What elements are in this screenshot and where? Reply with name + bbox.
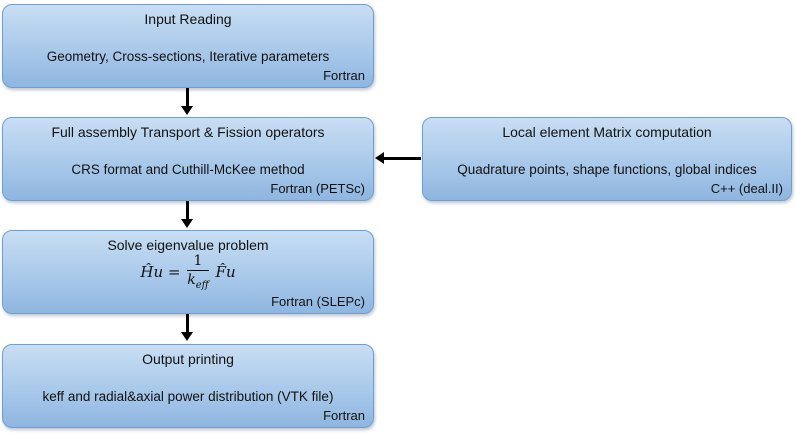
arrow-assembly-to-eigen (181, 201, 193, 228)
input-reading-detail: Geometry, Cross-sections, Iterative para… (46, 49, 330, 64)
eigen-title: Solve eigenvalue problem (107, 237, 269, 253)
equation-fraction: 1 keff (187, 253, 209, 291)
local-matrix-detail: Quadrature points, shape functions, glob… (457, 162, 757, 177)
eigen-box: Solve eigenvalue problem Ĥu = 1 keff F̂u… (2, 230, 374, 314)
output-detail: keff and radial&axial power distribution… (42, 389, 334, 404)
arrow-local-to-assembly (375, 152, 421, 164)
input-reading-box: Input Reading Geometry, Cross-sections, … (2, 4, 374, 88)
local-matrix-title: Local element Matrix computation (502, 124, 712, 140)
equation-denominator-sub: eff (195, 279, 209, 291)
output-box: Output printing keff and radial&axial po… (2, 344, 374, 428)
equation-denominator: keff (187, 271, 209, 291)
equation-numerator: 1 (187, 253, 209, 271)
arrow-eigen-to-output (181, 314, 193, 341)
input-reading-title: Input Reading (144, 11, 232, 27)
input-reading-lang: Fortran (323, 68, 365, 83)
assembly-box: Full assembly Transport & Fission operat… (2, 117, 374, 201)
arrow-input-to-assembly (181, 88, 193, 115)
output-lang: Fortran (323, 408, 365, 423)
output-title: Output printing (142, 351, 234, 367)
eigen-lang: Fortran (SLEPc) (271, 294, 365, 309)
assembly-lang: Fortran (PETSc) (270, 181, 365, 196)
assembly-title: Full assembly Transport & Fission operat… (51, 124, 325, 140)
equation-rhs: F̂u (215, 262, 236, 281)
assembly-detail: CRS format and Cuthill-McKee method (71, 162, 305, 177)
equation-denominator-base: k (187, 272, 196, 288)
local-matrix-lang: C++ (deal.II) (710, 181, 783, 196)
eigen-equation: Ĥu = 1 keff F̂u (3, 253, 373, 291)
local-matrix-box: Local element Matrix computation Quadrat… (422, 117, 792, 201)
equation-lhs: Ĥu = (140, 262, 181, 281)
